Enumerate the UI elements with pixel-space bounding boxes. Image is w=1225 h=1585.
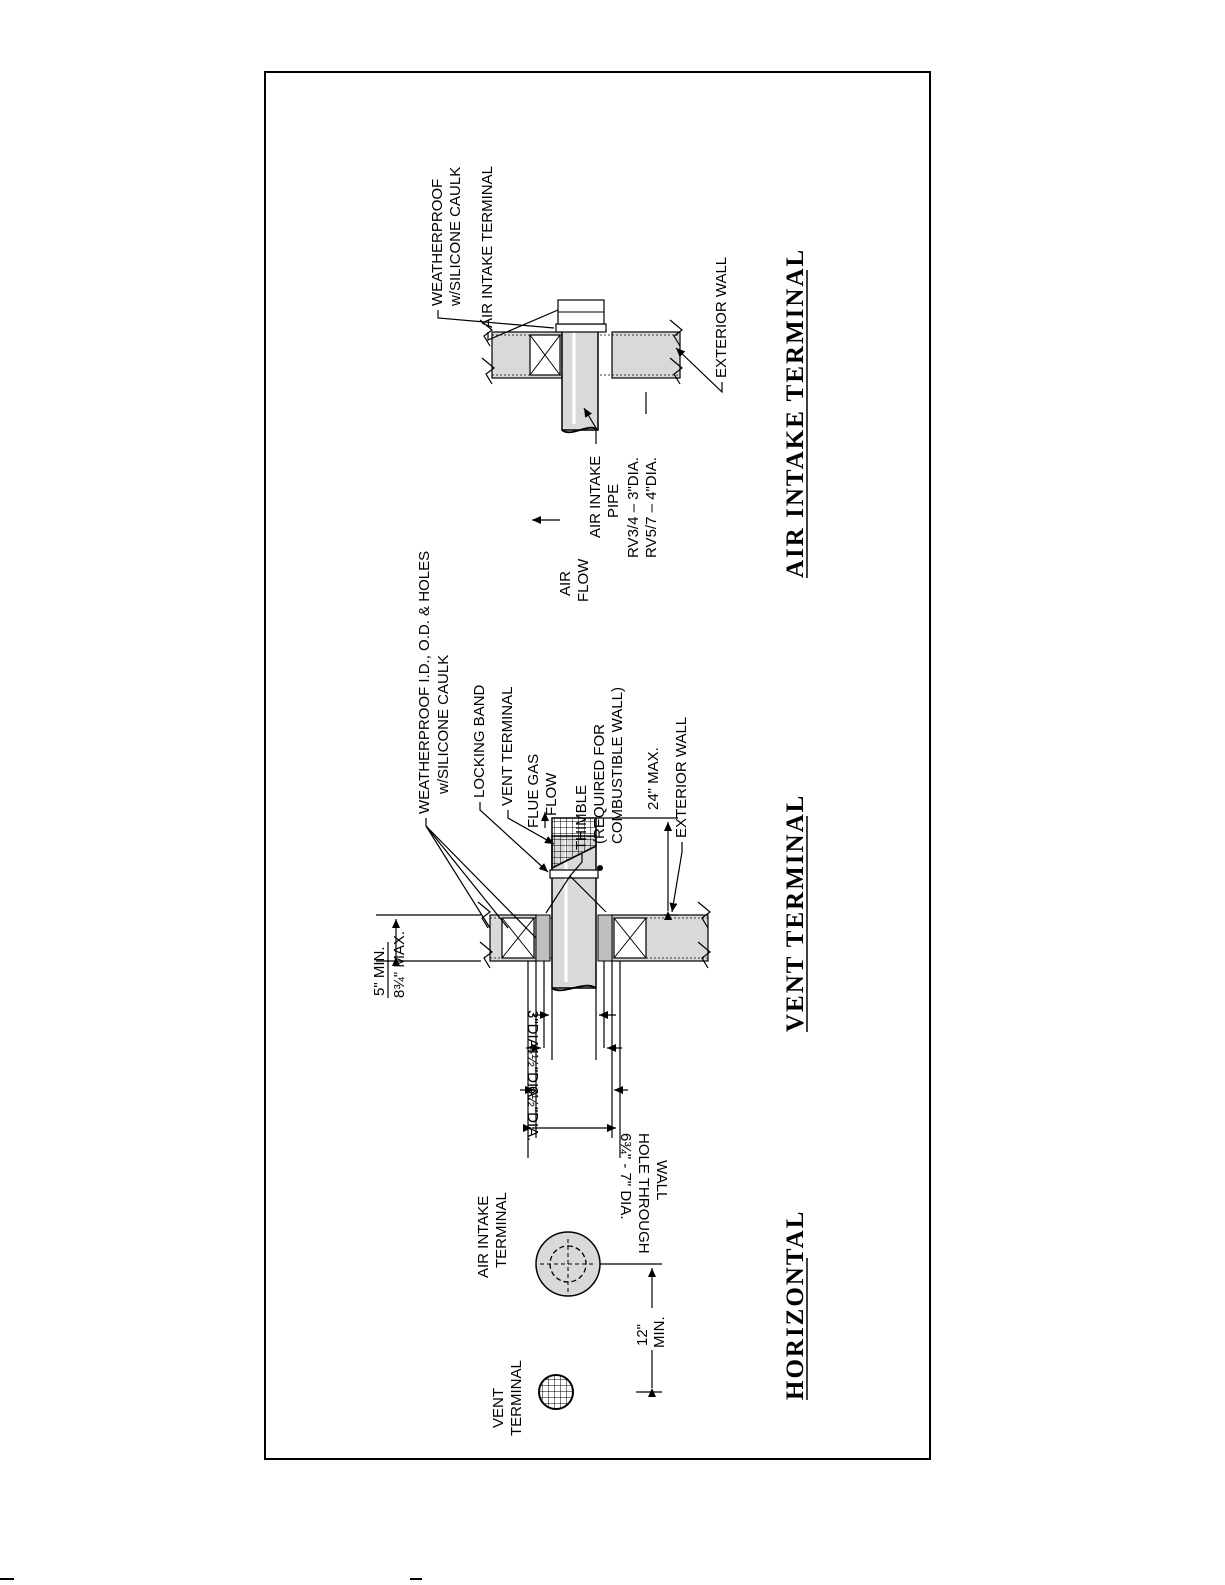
vent-dimensions: 3"DIA. 4½"DIA. 6½"DIA. 6¾" - 7" DIA. HOL…: [371, 817, 678, 1254]
hole-label-2: HOLE THROUGH: [635, 1133, 652, 1254]
drawing-frame: HORIZONTAL VENT TERMINAL AIR INTAKE TERM…: [264, 71, 931, 1460]
ai-exterior-wall-label: EXTERIOR WALL: [713, 257, 730, 378]
flue-gas-label-1: FLUE GAS: [525, 754, 542, 828]
air-intake-pipe: [555, 299, 607, 434]
locking-band-label: LOCKING BAND: [471, 684, 488, 798]
ai-weatherproof-label-2: w/SILICONE CAULK: [447, 167, 464, 307]
thimble-label-2: (REQUIRED FOR: [591, 724, 608, 844]
hole-label-3: WALL: [653, 1160, 670, 1200]
air-intake-title: AIR INTAKE TERMINAL: [782, 248, 809, 578]
rv34-label: RV3/4 – 3"DIA.: [625, 457, 642, 558]
air-intake-section: AIR INTAKE TERMINAL: [429, 166, 809, 602]
wall-thickness-label-1: 5" MIN.: [371, 947, 388, 997]
air-flow-label-1: AIR: [557, 571, 574, 596]
spacing-label-2: MIN.: [651, 1316, 668, 1348]
drawing-canvas: HORIZONTAL VENT TERMINAL AIR INTAKE TERM…: [266, 73, 929, 1458]
weatherproof-label-1: WEATHERPROOF I.D., O.D. & HOLES: [416, 551, 433, 814]
vent-terminal-label-1: VENT: [490, 1388, 507, 1428]
thimble-label-3: COMBUSTIBLE WALL): [609, 687, 626, 844]
vent-title: VENT TERMINAL: [782, 794, 809, 1032]
vent-terminal-section: VENT TERMINAL: [371, 551, 809, 1254]
vent-terminal-label: VENT TERMINAL: [499, 687, 516, 806]
weatherproof-label-2: w/SILICONE CAULK: [435, 655, 452, 795]
horizontal-title: HORIZONTAL: [782, 1210, 809, 1400]
dia-small-label: 3"DIA.: [524, 1010, 541, 1053]
dia-large-label: 6½"DIA.: [524, 1086, 541, 1141]
rv57-label: RV5/7 – 4"DIA.: [643, 457, 660, 558]
hole-label-1: 6¾" - 7" DIA.: [617, 1133, 634, 1220]
pipe-label-2: PIPE: [605, 484, 622, 518]
air-intake-callouts: WEATHERPROOF w/SILICONE CAULK AIR INTAKE…: [429, 166, 730, 602]
vent-callouts: WEATHERPROOF I.D., O.D. & HOLES w/SILICO…: [416, 551, 690, 939]
pipe-label-1: AIR INTAKE: [587, 456, 604, 538]
ai-weatherproof-label-1: WEATHERPROOF: [429, 179, 446, 306]
max-extension-label: 24" MAX.: [645, 747, 662, 810]
wall-thickness-label-2: 8¾" MAX.: [391, 931, 408, 998]
thimble-label-1: THIMBLE: [573, 785, 590, 850]
technical-drawing: HORIZONTAL VENT TERMINAL AIR INTAKE TERM…: [371, 166, 809, 1436]
air-intake-label-2: TERMINAL: [493, 1192, 510, 1268]
exterior-wall-label: EXTERIOR WALL: [673, 717, 690, 838]
ai-terminal-label: AIR INTAKE TERMINAL: [479, 166, 496, 328]
vent-terminal-label-2: TERMINAL: [508, 1360, 525, 1436]
vent-pipe: [549, 817, 603, 992]
horizontal-section: HORIZONTAL VENT TERMINAL AIR INTAKE TERM…: [475, 1192, 809, 1436]
air-intake-label-1: AIR INTAKE: [475, 1196, 492, 1278]
vent-terminal-symbol: [538, 1374, 574, 1410]
page-edge-marks: [0, 1578, 422, 1580]
spacing-label-1: 12": [634, 1324, 651, 1346]
flue-gas-label-2: FLOW: [543, 772, 560, 816]
air-intake-symbol: [535, 1231, 601, 1297]
air-flow-label-2: FLOW: [575, 558, 592, 602]
